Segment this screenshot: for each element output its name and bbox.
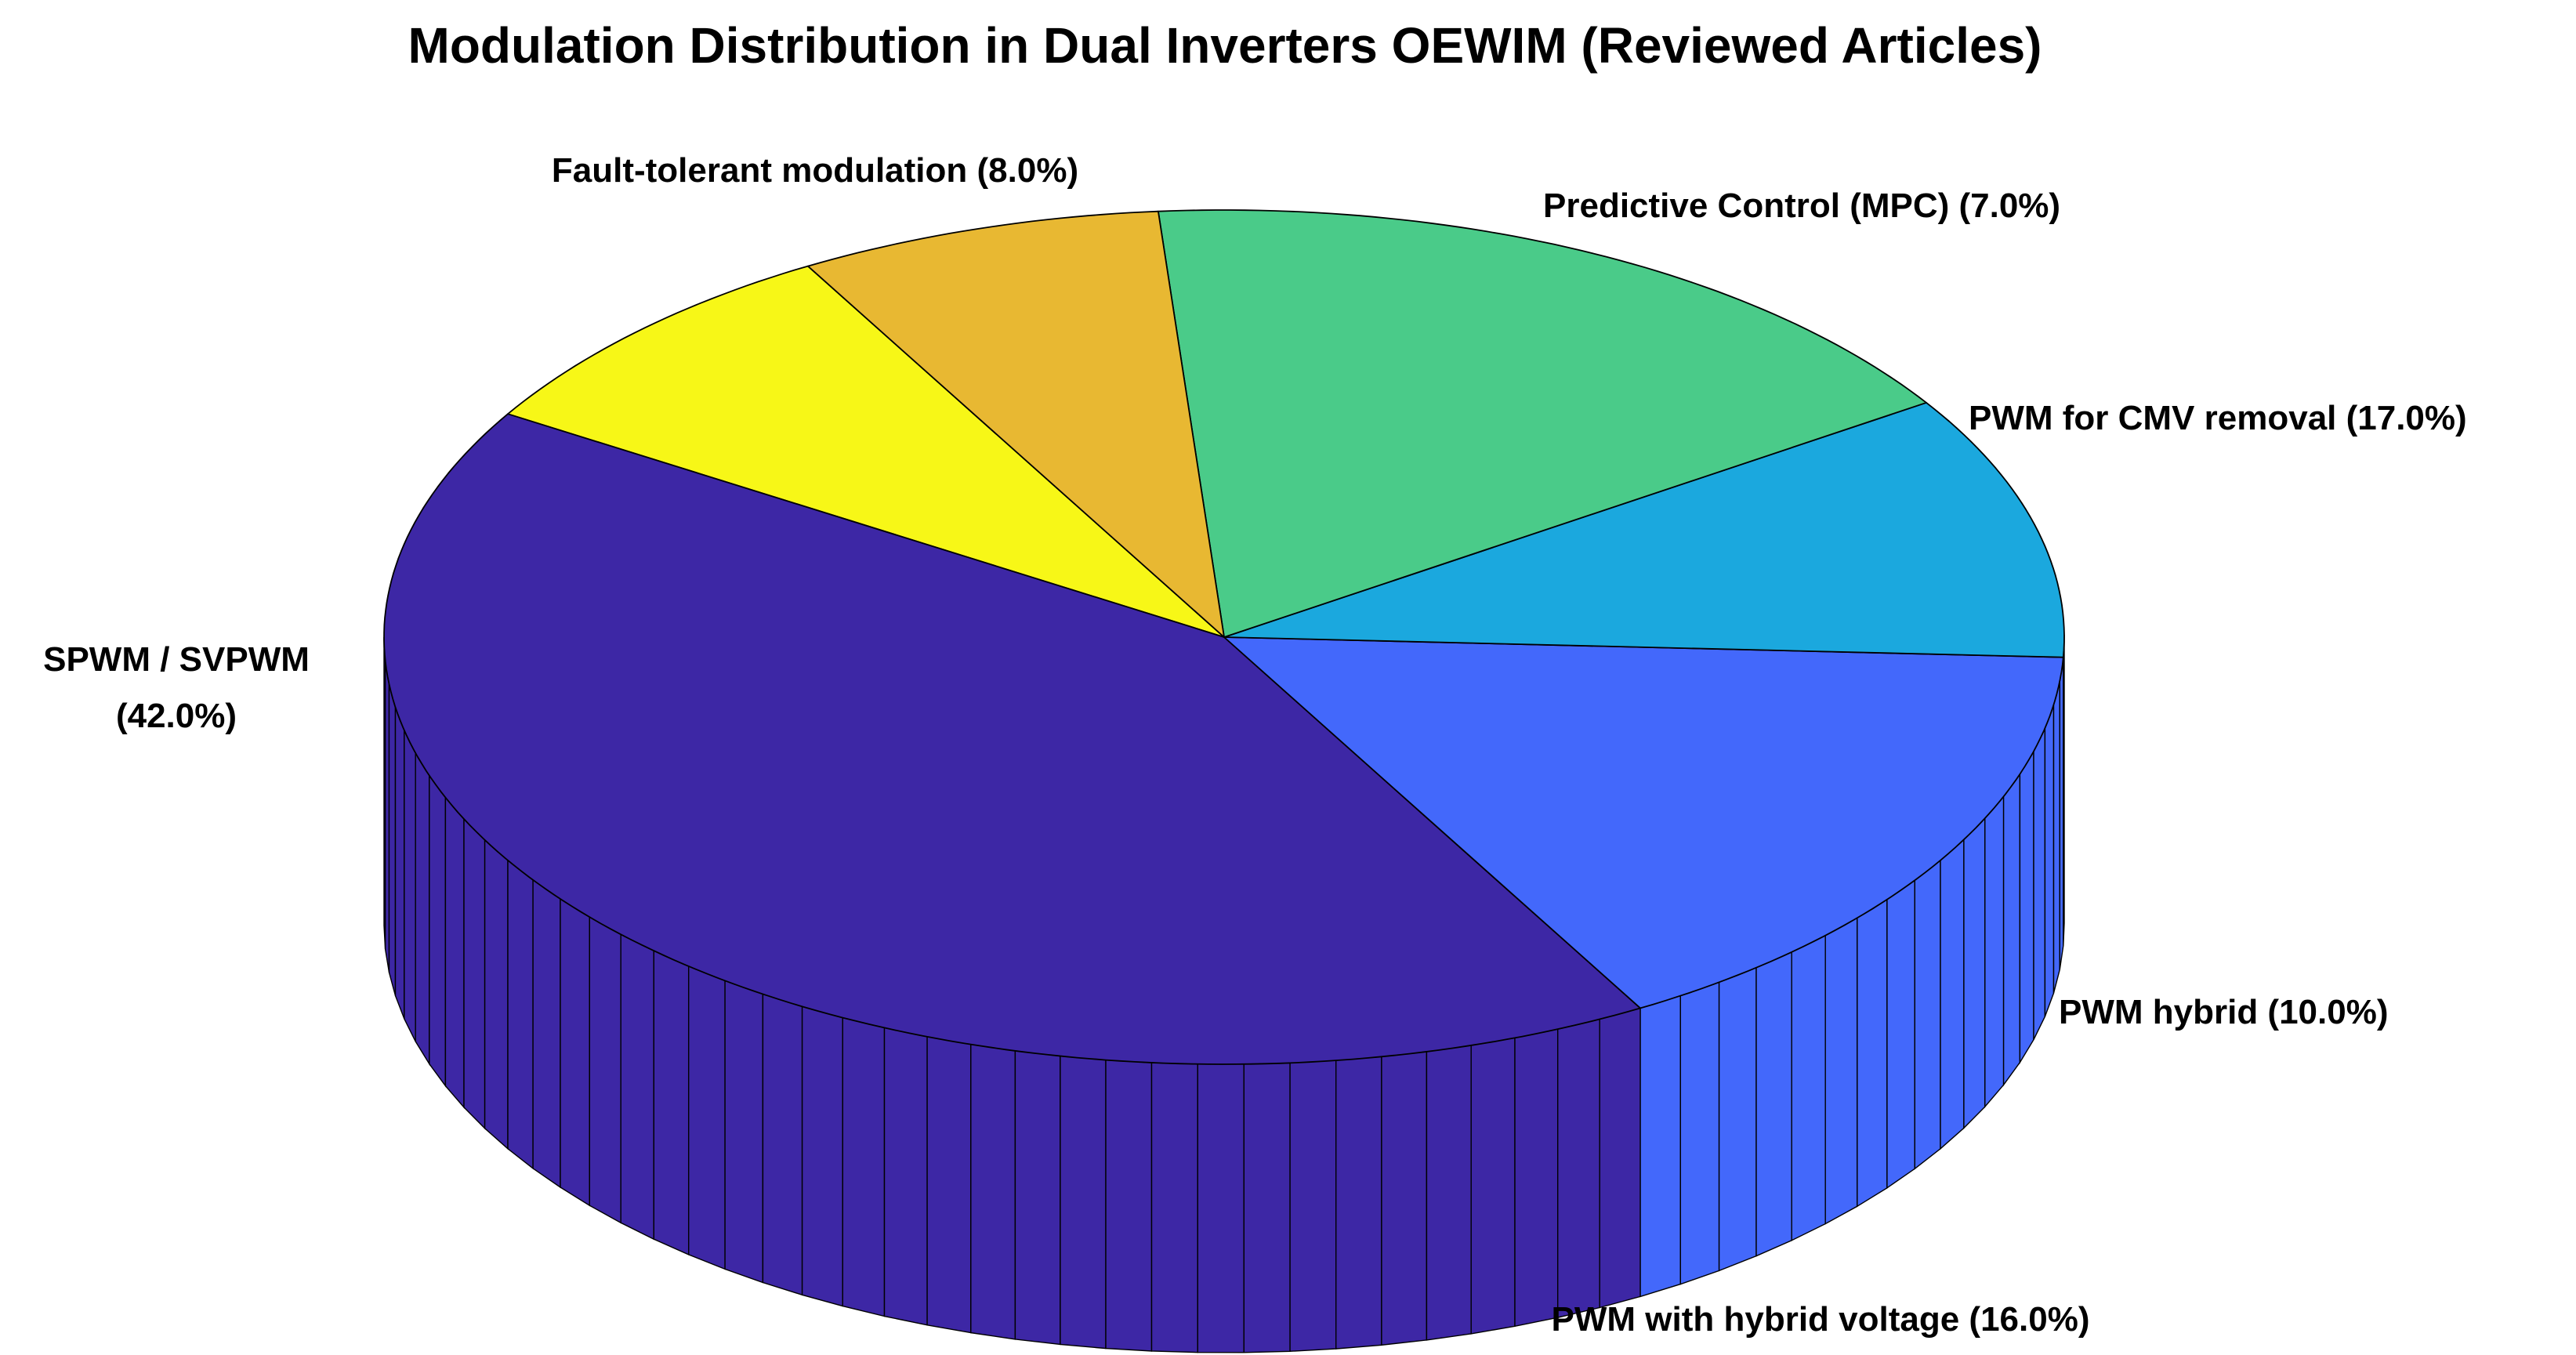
slice-label: PWM with hybrid voltage (16.0%) — [1552, 1300, 2090, 1339]
slice-label: Predictive Control (MPC) (7.0%) — [1543, 187, 2060, 225]
pie-side-facet — [1857, 898, 1888, 1208]
pie-side-facet — [444, 795, 465, 1109]
slice-label: PWM hybrid (10.0%) — [2059, 993, 2389, 1031]
pie-side-facet — [1599, 1007, 1641, 1309]
pie-side-facet — [589, 916, 621, 1224]
pie-side-facet — [653, 950, 690, 1255]
pie-side-facet — [1824, 917, 1858, 1225]
pie-side-facet — [762, 993, 803, 1296]
pie-side-facet — [926, 1035, 972, 1334]
pie-side-facet — [1381, 1051, 1428, 1346]
pie-side-facet — [532, 879, 561, 1189]
pie-side-facet — [404, 730, 416, 1042]
chart-title: Modulation Distribution in Dual Inverter… — [408, 17, 2042, 74]
pie-side-facet — [1426, 1045, 1472, 1341]
slice-label: Fault-tolerant modulation (8.0%) — [552, 151, 1078, 190]
pie-side-facet — [463, 817, 486, 1130]
pie-labels: Fault-tolerant modulation (8.0%) SPWM / S… — [43, 151, 2467, 1339]
pie-side-facet — [1718, 966, 1757, 1272]
pie-side-facet — [394, 707, 405, 1020]
pie-side-facet — [384, 660, 390, 973]
pie-slice — [1223, 636, 2064, 1009]
pie-side-facet — [484, 839, 509, 1150]
pie-side-facet — [1014, 1050, 1061, 1346]
pie-side-facet — [1105, 1059, 1153, 1352]
pie-side-facet — [1335, 1056, 1382, 1350]
pie-side-facet — [2052, 680, 2061, 994]
pie-slice — [1158, 209, 1927, 638]
pie-side-facet — [2019, 749, 2034, 1065]
pie-side-facet — [2044, 704, 2055, 1017]
pie-side-facet — [1679, 981, 1720, 1285]
slice-label: PWM for CMV removal (17.0%) — [1969, 399, 2467, 437]
pie-side-facet — [1886, 879, 1916, 1190]
pie-side-facet — [1914, 859, 1941, 1170]
pie-side-facet — [1755, 951, 1792, 1257]
pie-side-facet — [429, 774, 447, 1088]
pie-slice — [807, 210, 1225, 638]
pie-side-facet — [970, 1043, 1016, 1340]
pie-side-facet — [2002, 772, 2021, 1087]
pie-side-facet — [1963, 817, 1986, 1130]
pie-side-facet — [1289, 1060, 1337, 1353]
pie-side-facet — [1791, 934, 1826, 1241]
pie-side-facet — [1514, 1028, 1559, 1328]
pie-side-facet — [1197, 1063, 1245, 1353]
pie-side-facet — [1639, 995, 1682, 1298]
pie-side-facet — [507, 859, 534, 1170]
pie-side-facet — [724, 980, 764, 1284]
pie-side-facet — [2063, 635, 2065, 946]
pie-side-facet — [1150, 1062, 1199, 1353]
pie-side-facet — [415, 751, 430, 1066]
pie-slice — [383, 413, 1642, 1065]
pie-side-facet — [1556, 1018, 1600, 1319]
pie-side-facet — [2033, 727, 2046, 1040]
pie-side-facet — [688, 965, 726, 1270]
pie-side-facet — [388, 683, 397, 996]
pie-tops — [383, 209, 2065, 1065]
pie-side-facet — [801, 1005, 844, 1307]
pie-slice — [507, 265, 1225, 638]
pie-side-facet — [1060, 1055, 1107, 1350]
pie-slice — [1223, 401, 2065, 658]
pie-side-facet — [1470, 1037, 1516, 1335]
pie-side-facet — [883, 1027, 928, 1326]
pie-side-facet — [560, 897, 590, 1207]
pie-side-facet — [620, 933, 654, 1241]
pie-side-facet — [1940, 838, 1965, 1150]
pie-side-facet — [1243, 1062, 1291, 1353]
slice-label: SPWM / SVPWM(42.0%) — [43, 640, 310, 735]
pie-side-facet — [1984, 795, 2005, 1109]
pie-side-facet — [842, 1016, 886, 1317]
